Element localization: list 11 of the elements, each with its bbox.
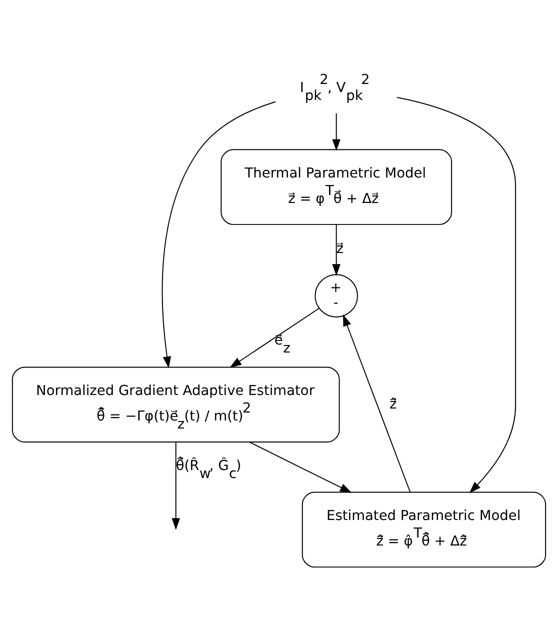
arrow: [249, 442, 352, 493]
arrow: [172, 442, 180, 530]
edge-label: ẑ⃗: [390, 396, 397, 412]
arrow: [162, 101, 276, 368]
arrow: [332, 112, 340, 152]
node-circle: + -: [314, 274, 358, 318]
arrow: [396, 96, 516, 494]
edge-label: z⃗: [336, 241, 344, 258]
arrow: [343, 314, 411, 493]
arrow: [332, 224, 340, 276]
arrow: [230, 308, 320, 368]
